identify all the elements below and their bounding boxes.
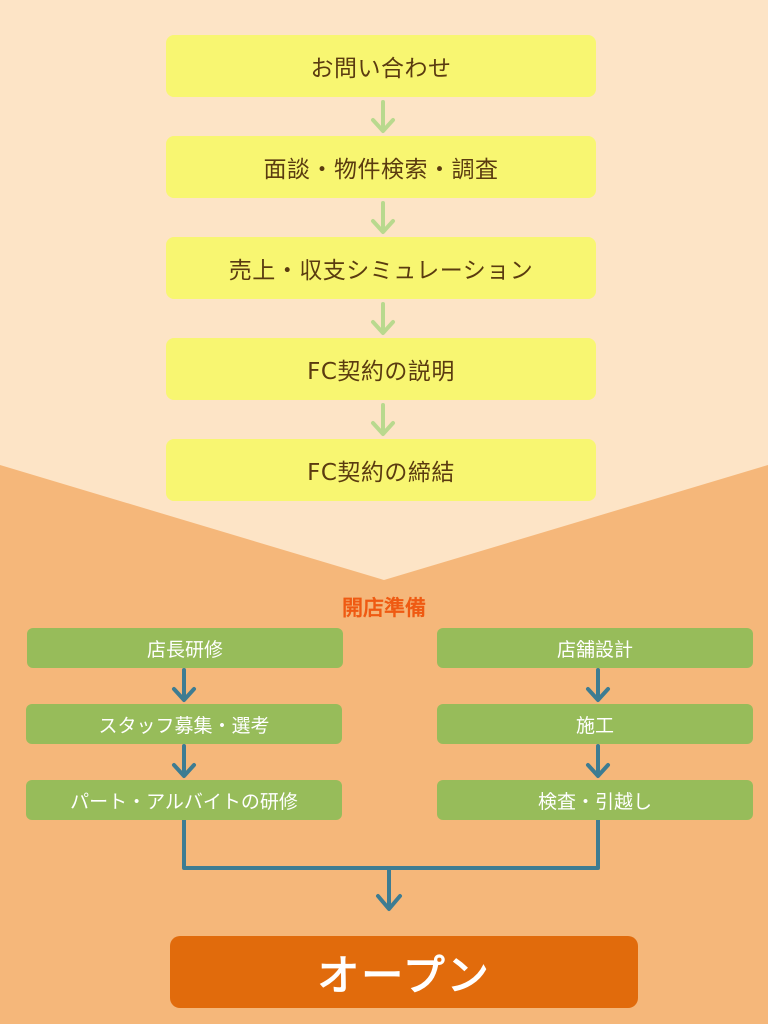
arrow-left-2-to-3 <box>172 744 196 778</box>
step-inquiry: お問い合わせ <box>166 35 596 97</box>
arrow-left-1-to-2 <box>172 668 196 702</box>
arrow-step-1-to-2 <box>371 100 395 133</box>
step-interview-property-search: 面談・物件検索・調査 <box>166 136 596 198</box>
prep-right-inspection-moving: 検査・引越し <box>437 780 753 820</box>
arrow-right-2-to-3 <box>586 744 610 778</box>
prep-left-part-time-training: パート・アルバイトの研修 <box>26 780 342 820</box>
arrow-step-2-to-3 <box>371 201 395 234</box>
arrow-right-1-to-2 <box>586 668 610 702</box>
open-final-step: オープン <box>170 936 638 1008</box>
merge-connector <box>182 818 600 911</box>
arrow-step-3-to-4 <box>371 302 395 335</box>
prep-section-title: 開店準備 <box>342 596 426 620</box>
arrow-step-4-to-5 <box>371 403 395 436</box>
step-fc-contract-signing: FC契約の締結 <box>166 439 596 501</box>
prep-right-construction: 施工 <box>437 704 753 744</box>
prep-left-staff-recruitment: スタッフ募集・選考 <box>26 704 342 744</box>
step-sales-simulation: 売上・収支シミュレーション <box>166 237 596 299</box>
prep-left-manager-training: 店長研修 <box>27 628 343 668</box>
prep-right-store-design: 店舗設計 <box>437 628 753 668</box>
step-fc-contract-explanation: FC契約の説明 <box>166 338 596 400</box>
